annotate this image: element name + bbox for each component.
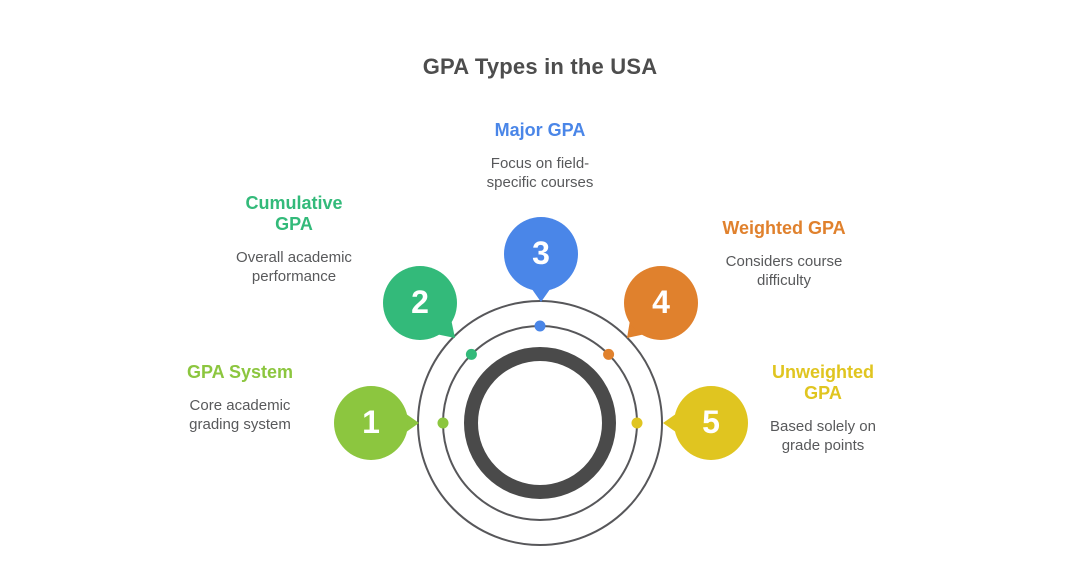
- desc-line: Focus on field-: [490, 155, 590, 172]
- title-line: Major GPA: [494, 120, 586, 140]
- bubble-5-circle: [674, 386, 748, 460]
- marker-dot-2: [465, 348, 477, 360]
- bubble-4: 4: [624, 266, 698, 340]
- page-title: GPA Types in the USA: [422, 53, 658, 79]
- label-gpa-system: GPA System Core academic grading system: [140, 362, 340, 434]
- label-weighted-gpa: Weighted GPA Considers course difficulty: [684, 218, 884, 290]
- label-weighted-gpa-desc: Considers course difficulty: [684, 252, 884, 290]
- bubble-5: 5: [663, 386, 748, 460]
- label-unweighted-gpa-desc: Based solely on grade points: [723, 417, 923, 455]
- label-unweighted-gpa: Unweighted GPA Based solely on grade poi…: [723, 362, 923, 455]
- label-gpa-system-title: GPA System: [140, 362, 340, 383]
- bubble-3-number: 3: [532, 235, 550, 271]
- label-cumulative-gpa-title: Cumulative GPA: [194, 193, 394, 235]
- desc-line: Considers course: [725, 253, 843, 270]
- title-line: Weighted GPA: [722, 218, 846, 238]
- title-line: GPA: [275, 214, 313, 234]
- label-cumulative-gpa: Cumulative GPA Overall academic performa…: [194, 193, 394, 286]
- desc-line: difficulty: [757, 272, 811, 289]
- title-line: GPA System: [186, 362, 294, 382]
- label-major-gpa: Major GPA Focus on field- specific cours…: [440, 120, 640, 192]
- label-cumulative-gpa-desc: Overall academic performance: [194, 248, 394, 286]
- desc-line: Core academic: [189, 397, 291, 414]
- desc-line: Based solely on: [770, 418, 876, 435]
- center-ring: [464, 347, 616, 499]
- marker-dot-1: [437, 417, 449, 429]
- desc-line: grade points: [781, 437, 865, 454]
- label-major-gpa-desc: Focus on field- specific courses: [440, 154, 640, 192]
- label-gpa-system-desc: Core academic grading system: [140, 396, 340, 434]
- bubble-2: 2: [383, 266, 457, 340]
- bubble-2-circle: [383, 266, 457, 340]
- title-line: Unweighted: [772, 362, 874, 382]
- title-line: GPA: [804, 383, 842, 403]
- bubble-1: 1: [334, 386, 419, 460]
- bubble-3: 3: [504, 217, 578, 302]
- label-unweighted-gpa-title: Unweighted GPA: [723, 362, 923, 404]
- marker-dot-4: [603, 348, 615, 360]
- marker-dot-3: [534, 320, 546, 332]
- marker-dot-5: [631, 417, 643, 429]
- desc-line: grading system: [189, 416, 291, 433]
- bubble-5-number: 5: [702, 404, 720, 440]
- bubble-3-circle: [504, 217, 578, 291]
- label-weighted-gpa-title: Weighted GPA: [684, 218, 884, 239]
- bubble-4-number: 4: [652, 284, 670, 320]
- bubble-1-number: 1: [362, 404, 380, 440]
- label-major-gpa-title: Major GPA: [440, 120, 640, 141]
- desc-line: performance: [251, 268, 337, 285]
- bubble-4-circle: [624, 266, 698, 340]
- desc-line: specific courses: [486, 174, 594, 191]
- bubble-1-circle: [334, 386, 408, 460]
- title-line: Cumulative: [245, 193, 343, 213]
- desc-line: Overall academic: [236, 249, 352, 266]
- bubble-2-number: 2: [411, 284, 429, 320]
